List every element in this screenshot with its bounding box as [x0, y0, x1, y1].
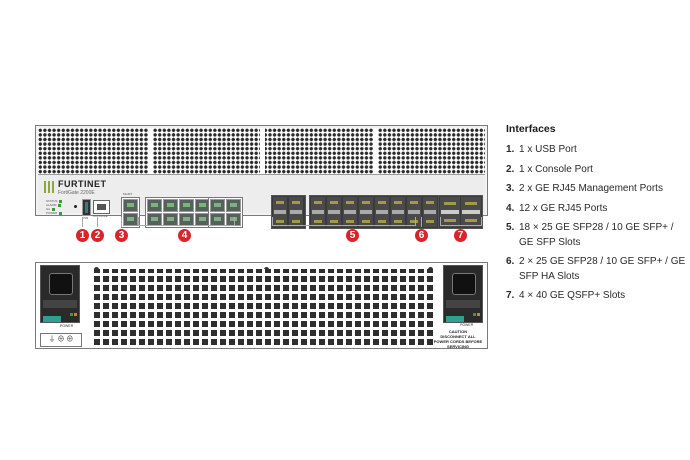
- front-port-panel: FURTINET FortiGate 2200E STATUS ALARM HA…: [38, 174, 485, 229]
- callout-badge-6: 6: [415, 229, 428, 242]
- led-ha: HA: [46, 207, 62, 211]
- led-alarm: ALARM: [46, 203, 62, 207]
- status-leds: STATUS ALARM HA POWER: [46, 199, 63, 215]
- sfp28-slots-group-a: [271, 195, 306, 229]
- power-inlet-icon: [452, 273, 476, 295]
- vent-divider: [148, 128, 153, 174]
- callout-badge-7: 7: [454, 229, 467, 242]
- fan-grille-3: [274, 269, 362, 345]
- fan-grille-4: [364, 269, 434, 345]
- rj45-port: [123, 213, 138, 226]
- callout-line-6: [421, 217, 422, 227]
- rj45-ports-group-a: [145, 197, 212, 228]
- fan-grille-2: [184, 269, 272, 345]
- fortinet-logo-bars-icon: [44, 181, 54, 193]
- usb-port: [82, 199, 91, 216]
- mgmt-label: MGMT: [123, 192, 133, 196]
- callout-badge-5: 5: [346, 229, 359, 242]
- caution-label: CAUTION DISCONNECT ALL POWER CORDS BEFOR…: [433, 329, 483, 349]
- led-icon: [58, 203, 62, 207]
- sfp28-slots-group-b: [309, 195, 440, 229]
- interface-item: 7.4 × 40 GE QSFP+ Slots: [506, 290, 626, 301]
- console-port: [93, 200, 110, 214]
- power-inlet-icon: [49, 273, 73, 295]
- reset-button-icon: [74, 205, 77, 208]
- callout-bracket-5: [272, 217, 416, 226]
- interface-item: 6.2 × 25 GE SFP28 / 10 GE SFP+ / GE SFP …: [506, 256, 686, 282]
- power-label-right: POWER: [460, 323, 474, 327]
- led-status: STATUS: [46, 199, 63, 203]
- power-supply-left: [40, 265, 80, 323]
- interfaces-title: Interfaces: [506, 123, 556, 135]
- brand-logo: FURTINET: [58, 179, 107, 189]
- usb-label: USB: [82, 216, 89, 220]
- led-icon: [59, 199, 63, 203]
- interface-item: 3.2 x GE RJ45 Management Ports: [506, 183, 663, 194]
- callout-badge-3: 3: [115, 229, 128, 242]
- vent-divider: [373, 128, 378, 174]
- vent-divider: [260, 128, 265, 174]
- ground-terminal-icon: ⏚ ⊕ ⊕: [40, 333, 82, 347]
- power-supply-right: [443, 265, 483, 323]
- callout-badge-2: 2: [91, 229, 104, 242]
- interface-item: 1.1 x USB Port: [506, 144, 577, 155]
- callout-badge-4: 4: [178, 229, 191, 242]
- callout-badge-1: 1: [76, 229, 89, 242]
- power-label-left: POWER: [60, 324, 74, 328]
- front-panel-image: FURTINET FortiGate 2200E STATUS ALARM HA…: [35, 125, 488, 229]
- interface-item: 4.12 x GE RJ45 Ports: [506, 202, 608, 214]
- rj45-ports-group-b: [208, 197, 243, 228]
- callout-line-2: [97, 217, 98, 227]
- model-name: FortiGate 2200E: [58, 190, 95, 196]
- interfaces-list: Interfaces 1.1 x USB Port 2.1 x Console …: [506, 123, 686, 309]
- led-icon: [52, 207, 56, 211]
- rear-panel-image: POWER ⏚ ⊕ ⊕ POWER CAUTION DISCONNECT ALL…: [35, 262, 488, 349]
- led-power: POWER: [46, 211, 63, 215]
- qsfp-slots: [438, 195, 483, 229]
- console-label: CONSOLE: [93, 214, 108, 218]
- interface-item: 2.1 x Console Port: [506, 163, 593, 175]
- callout-line-1: [82, 217, 83, 227]
- callout-bracket-7: [440, 217, 482, 226]
- ha-slot: [423, 197, 437, 227]
- mgmt-ports: [121, 197, 140, 228]
- callout-bracket-4: [138, 217, 235, 226]
- led-icon: [59, 211, 63, 215]
- rj45-port: [123, 199, 138, 212]
- fan-grille-1: [94, 269, 182, 345]
- interface-item: 5.18 × 25 GE SFP28 / 10 GE SFP+ / GE SFP…: [506, 222, 674, 248]
- callout-line-3: [121, 217, 122, 227]
